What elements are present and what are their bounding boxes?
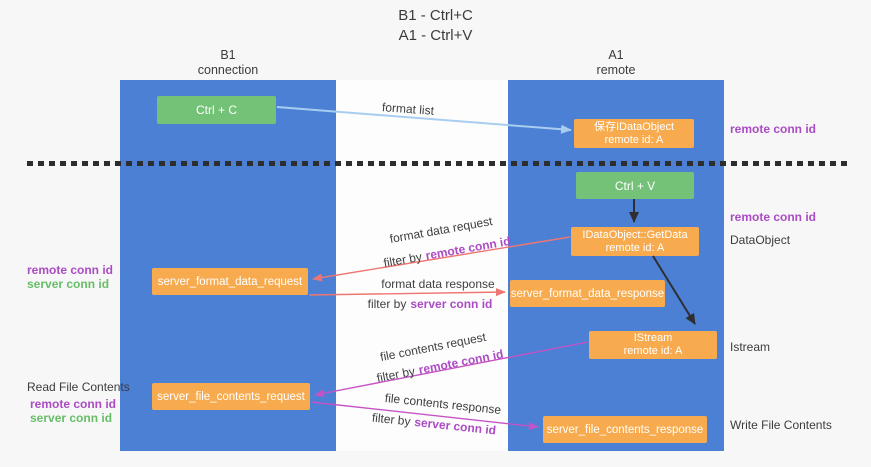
dataobject-label: DataObject <box>730 233 791 247</box>
lane-a1-sub: remote <box>596 63 636 77</box>
filter-by-text: filter by <box>367 297 407 311</box>
node-file-req-label: server_file_contents_request <box>157 390 305 403</box>
node-server-format-data-response: server_format_data_response <box>510 280 665 307</box>
left-server-conn-id-2: server conn id <box>30 411 113 425</box>
node-server-file-contents-response: server_file_contents_response <box>543 416 707 443</box>
left-remote-conn-id-1: remote conn id <box>27 263 114 277</box>
node-istream: IStream remote id: A <box>589 331 717 359</box>
node-ctrl-c: Ctrl + C <box>157 96 276 124</box>
node-file-resp-label: server_file_contents_response <box>546 423 704 436</box>
left-server-conn-id-1: server conn id <box>27 277 110 291</box>
node-getdata-line1: IDataObject::GetData <box>582 228 688 241</box>
right-remote-conn-id-2: remote conn id <box>730 210 817 224</box>
node-save-line2: remote id: A <box>604 133 664 146</box>
lane-b1-name: B1 <box>220 48 236 62</box>
left-remote-conn-id-2: remote conn id <box>30 397 117 411</box>
title-line-2: A1 - Ctrl+V <box>398 27 473 44</box>
istream-label: Istream <box>730 340 771 354</box>
node-getdata-line2: remote id: A <box>605 241 665 254</box>
node-istream-line2: remote id: A <box>623 345 683 357</box>
node-server-format-data-request: server_format_data_request <box>152 268 308 295</box>
node-fmt-req-label: server_format_data_request <box>157 275 303 288</box>
right-remote-conn-id-1: remote conn id <box>730 122 817 136</box>
lane-a1-name: A1 <box>608 48 624 62</box>
edge-label-format-data-response: format data response <box>381 277 495 291</box>
lane-header-a1: A1 remote <box>508 48 724 78</box>
write-file-contents-label: Write File Contents <box>730 418 832 432</box>
node-save-line1: 保存IDataObject <box>593 120 675 133</box>
node-ctrl-v: Ctrl + V <box>576 172 694 199</box>
lane-header-b1: B1 connection <box>120 48 336 78</box>
node-server-file-contents-request: server_file_contents_request <box>152 383 310 410</box>
node-fmt-resp-label: server_format_data_response <box>510 287 665 300</box>
read-file-contents-label: Read File Contents <box>27 380 130 394</box>
diagram-title: B1 - Ctrl+C A1 - Ctrl+V <box>0 6 871 46</box>
server-conn-id-text: server conn id <box>410 297 493 311</box>
node-ctrl-c-label: Ctrl + C <box>195 103 237 117</box>
node-istream-line1: IStream <box>633 332 673 344</box>
node-idataobject-getdata: IDataObject::GetData remote id: A <box>571 227 699 256</box>
node-save-idataobject: 保存IDataObject remote id: A <box>574 119 694 148</box>
node-ctrl-v-label: Ctrl + V <box>614 178 656 193</box>
title-line-1: B1 - Ctrl+C <box>398 7 473 24</box>
lane-b1-sub: connection <box>197 63 259 77</box>
